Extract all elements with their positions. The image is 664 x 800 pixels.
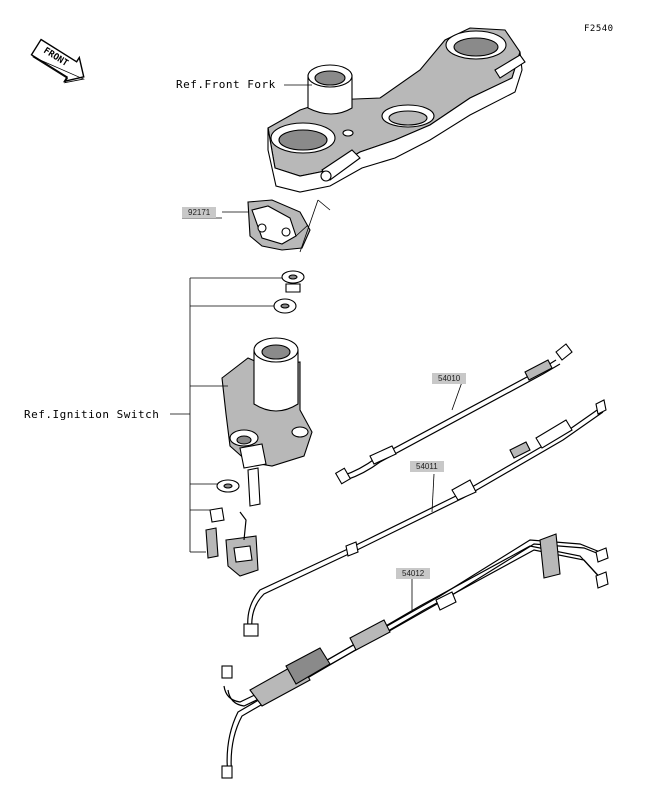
part-number-54011[interactable]: 54011 xyxy=(410,461,444,472)
leader-54010 xyxy=(451,381,463,411)
bracket-92171-drawing xyxy=(247,199,311,251)
connector-drawing xyxy=(225,511,259,577)
bolt-shaft xyxy=(247,467,261,507)
front-arrow-icon xyxy=(30,38,85,84)
part-number-54010[interactable]: 54010 xyxy=(432,373,467,384)
part-number-54012[interactable]: 54012 xyxy=(396,568,431,579)
bolt-guide-line xyxy=(299,199,319,253)
top-bridge-drawing xyxy=(267,27,526,193)
ignition-switch-brackets xyxy=(170,277,282,553)
ref-ignition-switch-label: Ref.Ignition Switch xyxy=(24,408,160,421)
leader-54011 xyxy=(431,473,435,513)
figure-code: F2540 xyxy=(584,24,614,34)
cable-54012-drawing xyxy=(221,533,609,779)
shear-bolt xyxy=(209,507,225,523)
ignition-switch-drawing xyxy=(221,337,313,469)
part-number-92171[interactable]: 92171 xyxy=(182,207,217,218)
ref-front-fork-label: Ref.Front Fork xyxy=(176,78,276,91)
cable-54010-drawing xyxy=(334,343,573,485)
bolt-guide-tick xyxy=(317,199,331,211)
cable-54011-drawing xyxy=(243,399,607,637)
